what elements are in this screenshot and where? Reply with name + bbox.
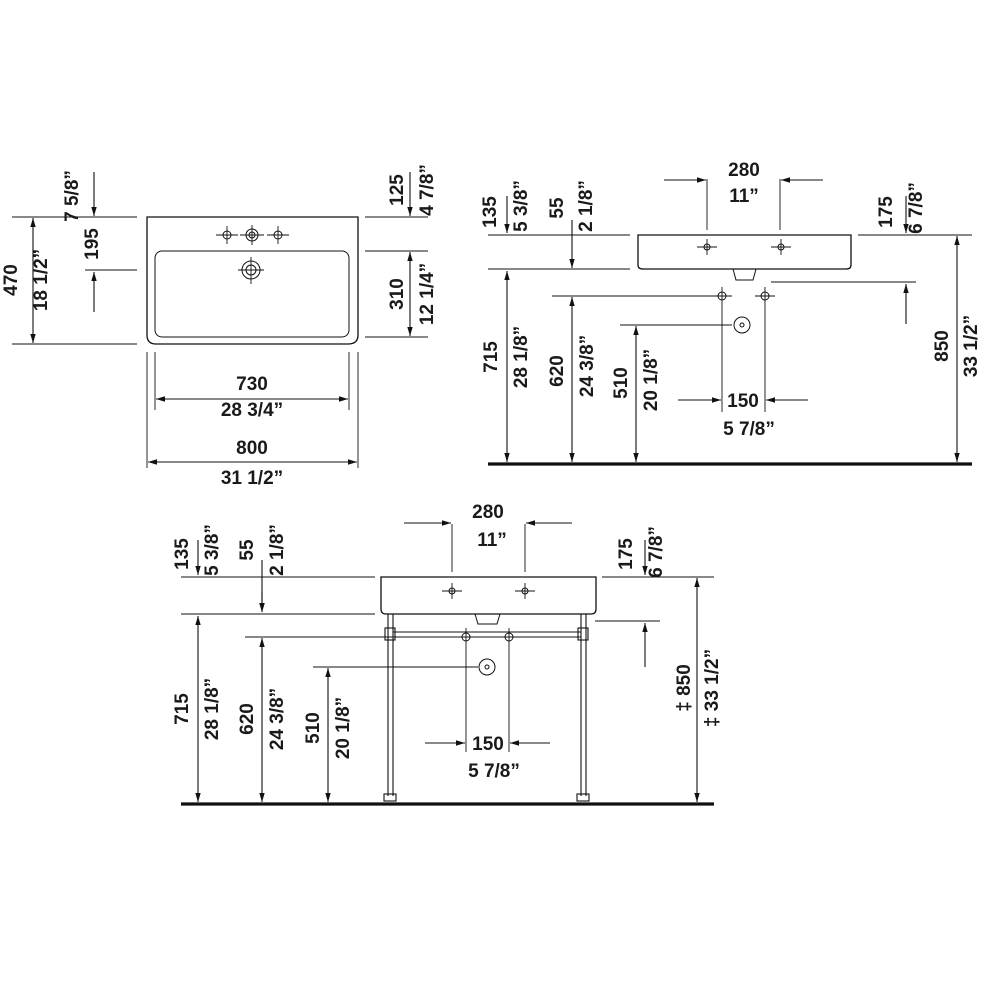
- dim-510: 510: [611, 367, 632, 399]
- dim-2-1-8: 2 1/8”: [576, 180, 597, 232]
- dim-620: 620: [547, 355, 568, 387]
- dim-850: 850: [932, 330, 953, 362]
- dim-850: ‡ 850: [674, 664, 695, 712]
- dim-4-7-8: 4 7/8”: [417, 164, 438, 216]
- dim-715: 715: [481, 341, 502, 373]
- dim-5-3-8: 5 3/8”: [202, 524, 223, 576]
- dim-620: 620: [237, 703, 258, 735]
- dim-18-1-2: 18 1/2”: [31, 249, 52, 311]
- dim-5-3-8: 5 3/8”: [511, 180, 532, 232]
- dim-280: 280: [728, 160, 760, 181]
- dim-125: 125: [387, 174, 408, 206]
- dim-20-1-8: 20 1/8”: [333, 697, 354, 759]
- dim-730: 730: [236, 374, 268, 395]
- dim-12-1-4: 12 1/4”: [417, 263, 438, 325]
- dim-55: 55: [547, 197, 568, 219]
- dim-470: 470: [1, 264, 22, 296]
- dim-175: 175: [876, 196, 897, 228]
- dim-6-7-8: 6 7/8”: [646, 526, 667, 578]
- dim-24-3-8: 24 3/8”: [267, 688, 288, 750]
- dim-11: 11”: [729, 186, 759, 207]
- dim-510: 510: [303, 712, 324, 744]
- dim-7-5-8: 7 5/8”: [62, 170, 83, 222]
- basin-side-outline: [380, 576, 597, 615]
- top-view: 7 5/8” 195 470 18 1/2” 125 4 7/8” 310 12…: [1, 164, 438, 489]
- dim-28-1-8: 28 1/8”: [511, 326, 532, 388]
- side-view: 280 11” 135 5 3/8” 55 2 1/8” 175 6 7/8” …: [480, 160, 982, 466]
- siphon: [732, 268, 757, 281]
- drain-hole: [238, 257, 264, 284]
- dim-55: 55: [237, 539, 258, 561]
- supply-connections: [712, 287, 775, 305]
- dim-33-1-2: ‡ 33 1/2”: [702, 649, 723, 727]
- dim-6-7-8: 6 7/8”: [906, 182, 927, 234]
- tap-marks: [697, 239, 791, 255]
- dim-135: 135: [172, 538, 193, 570]
- dim-20-1-8: 20 1/8”: [641, 349, 662, 411]
- waste-outlet: [733, 316, 751, 334]
- dim-800: 800: [236, 438, 268, 459]
- dim-31-1-2: 31 1/2”: [221, 468, 283, 489]
- dim-310: 310: [387, 278, 408, 310]
- bowl-outline: [154, 250, 350, 338]
- dim-135: 135: [480, 196, 501, 228]
- siphon: [474, 613, 501, 625]
- dim-175: 175: [616, 538, 637, 570]
- dim-150: 150: [727, 391, 759, 412]
- dim-5-7-8: 5 7/8”: [723, 419, 775, 440]
- dim-28-1-8: 28 1/8”: [202, 678, 223, 740]
- dim-280: 280: [472, 502, 504, 523]
- dim-11: 11”: [477, 530, 507, 551]
- dim-28-3-4: 28 3/4”: [221, 400, 283, 421]
- dim-150: 150: [472, 734, 504, 755]
- tap-marks: [442, 583, 535, 599]
- dim-24-3-8: 24 3/8”: [577, 335, 598, 397]
- tap-holes: [216, 225, 289, 245]
- waste-outlet: [478, 658, 496, 676]
- dim-5-7-8: 5 7/8”: [468, 761, 520, 782]
- dim-33-1-2: 33 1/2”: [961, 315, 982, 377]
- console-legs: [383, 614, 590, 802]
- basin-side-outline: [637, 234, 852, 270]
- basin-outline: [146, 216, 359, 345]
- supply-connections: [456, 628, 519, 646]
- dim-715: 715: [172, 693, 193, 725]
- dim-195: 195: [82, 228, 103, 260]
- stand-view: 280 11” 135 5 3/8” 55 2 1/8” 175 6 7/8” …: [172, 502, 723, 806]
- dim-2-1-8: 2 1/8”: [267, 524, 288, 576]
